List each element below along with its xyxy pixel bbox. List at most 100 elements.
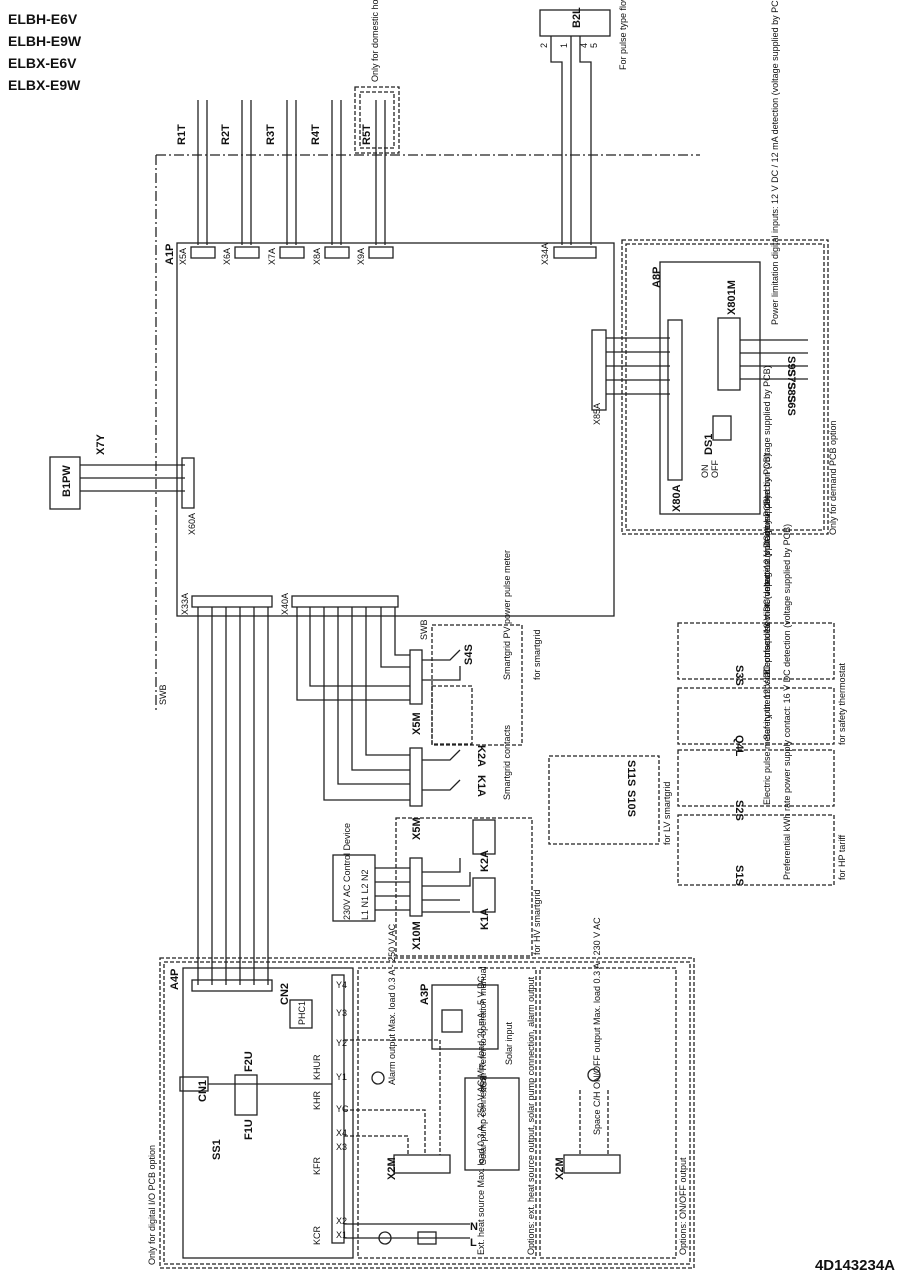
a3p-label: A3P (419, 984, 431, 1005)
control-device-terminals: L1 N1 L2 N2 (360, 869, 370, 920)
power-limitation-note: Power limitation digital inputs: 12 V DC… (770, 0, 780, 325)
model-list: ELBH-E6V ELBH-E9W ELBX-E6V ELBX-E9W (8, 8, 81, 96)
k2a-contact-label: K2A (475, 745, 487, 767)
x5m-label-top: X5M (411, 712, 423, 735)
b2l-pin-2: 1 (559, 43, 569, 48)
s9s-label: S9S (785, 356, 797, 377)
term-y4: Y4 (336, 980, 347, 990)
x60a-label: X60A (187, 513, 197, 535)
s11s-label: S11S (625, 760, 637, 786)
ss1-label: SS1 (211, 1139, 223, 1160)
swb-label: SWB (158, 684, 168, 705)
model-3: ELBX-E6V (8, 55, 77, 71)
x801m-label: X801M (726, 280, 738, 315)
r2t-label: R2T (220, 124, 232, 145)
cn2-label: CN2 (279, 983, 291, 1005)
s1s-label: S1S (733, 865, 745, 886)
b2l-pin-3: 4 (579, 43, 589, 48)
bsk-label: BSK (478, 1075, 488, 1093)
x2m-label-left: X2M (386, 1157, 398, 1180)
x5m-label-bottom: X5M (411, 817, 423, 840)
x9a-label: X9A (356, 248, 366, 265)
x7y-label: X7Y (95, 434, 107, 455)
s2s-label: S2S (733, 800, 745, 821)
ext-heat-note: Ext. heat source Max. load 0.3 A - 250 V… (476, 975, 486, 1255)
x5a-label: X5A (178, 248, 188, 265)
alarm-output-note: Alarm output Max. load 0.3 A - 250 V AC (387, 923, 397, 1085)
r5t-label: R5T (361, 124, 373, 145)
term-x3: X3 (336, 1142, 347, 1152)
k1a-contact-label: K1A (475, 775, 487, 797)
model-1: ELBH-E6V (8, 11, 78, 27)
b2l-pin-1: 2 (539, 43, 549, 48)
khur-label: KHUR (312, 1054, 322, 1080)
b1pw-label: B1PW (61, 465, 73, 497)
model-4: ELBX-E9W (8, 77, 81, 93)
x34a-label: X34A (540, 243, 550, 265)
kfr-label: KFR (312, 1156, 322, 1175)
smartgrid-contacts-note: Smartgrid contacts (502, 724, 512, 800)
ds1-on-label: ON (700, 465, 710, 479)
thermistor-wires (197, 100, 386, 245)
b2l-label: B2L (571, 7, 583, 28)
s3s-label: S3S (733, 665, 745, 686)
term-x4: X4 (336, 1128, 347, 1138)
lv-smartgrid-note: for LV smartgrid (662, 782, 672, 845)
q4l-label: Q4L (733, 735, 745, 757)
x10m-label: X10M (411, 921, 423, 950)
r5t-note: Only for domestic hot water option (370, 0, 380, 82)
x2m-label-right: X2M (554, 1157, 566, 1180)
k1a-coil-label: K1A (479, 908, 491, 930)
q4l-note: Safety thermostat contact: 16 V DC detec… (762, 453, 772, 740)
term-x1: X1 (336, 1230, 347, 1240)
b2l-sensor (539, 9, 611, 37)
phc1-label: PHC1 (297, 1001, 307, 1025)
x33a-label: X33A (180, 593, 190, 615)
s8s-label: S8S (785, 382, 797, 403)
x40a-label: X40A (280, 593, 290, 615)
n-label: N (470, 1221, 478, 1233)
document-number: 4D143234A (814, 1257, 895, 1274)
term-y2: Y2 (336, 1038, 347, 1048)
q4l-for: for safety thermostat (837, 662, 847, 745)
term-yc: YC (336, 1104, 349, 1114)
l-label: L (470, 1237, 477, 1249)
a4p-label: A4P (169, 969, 181, 990)
s6s-label: S6S (785, 395, 797, 416)
onoff-label: Options: ON/OFF output (678, 1157, 688, 1255)
a8p-pcb (659, 261, 761, 515)
hv-smartgrid-note: for HV smartgrid (532, 889, 542, 955)
kcr-label: KCR (312, 1225, 322, 1245)
ds1-off-label: OFF (710, 460, 720, 478)
s7s-label: S7S (785, 369, 797, 390)
x85a-label: X85A (592, 403, 602, 425)
term-y3: Y3 (336, 1008, 347, 1018)
control-device-label: 230V AC Control Device (342, 823, 352, 920)
io-pcb-note: Only for digital I/O PCB option (147, 1145, 157, 1265)
s2s-note: Electric pulse meter input: 12 V DC puls… (762, 495, 772, 805)
b2l-pin-4: 5 (589, 43, 599, 48)
r4t-label: R4T (310, 124, 322, 145)
r3t-label: R3T (265, 124, 277, 145)
s3s-note: Electric pulse meter input: 12 V DC puls… (762, 365, 772, 675)
solar-input-label: Solar input (504, 1021, 514, 1065)
x6a-label: X6A (222, 248, 232, 265)
k2a-coil-label: K2A (479, 850, 491, 872)
s4s-for: for smartgrid (532, 629, 542, 680)
swb-label-2: SWB (419, 619, 429, 640)
flow-sensor-pins: 2 1 4 5 (539, 43, 599, 48)
solar-pump-note: Solar pump connection Refer to operation… (478, 966, 488, 1165)
term-x2: X2 (336, 1216, 347, 1226)
s4s-note: Smartgrid PV power pulse meter (502, 550, 512, 680)
demand-pcb-note: Only for demand PCB option (828, 420, 838, 535)
x8a-label: X8A (312, 248, 322, 265)
options-label: Options: ext. heat source output, solar … (526, 976, 536, 1255)
a1p-label: A1P (164, 244, 176, 265)
a1p-pcb (176, 242, 615, 617)
r1t-label: R1T (176, 124, 188, 145)
space-ch-note: Space C/H ON/OFF output Max. load 0.3 A … (592, 917, 602, 1135)
x-terminals: Y4 Y3 Y2 Y1 YC X4 X3 X2 X1 (336, 980, 349, 1240)
f2u-label: F2U (243, 1051, 255, 1072)
s10s-label: S10S (625, 790, 637, 817)
